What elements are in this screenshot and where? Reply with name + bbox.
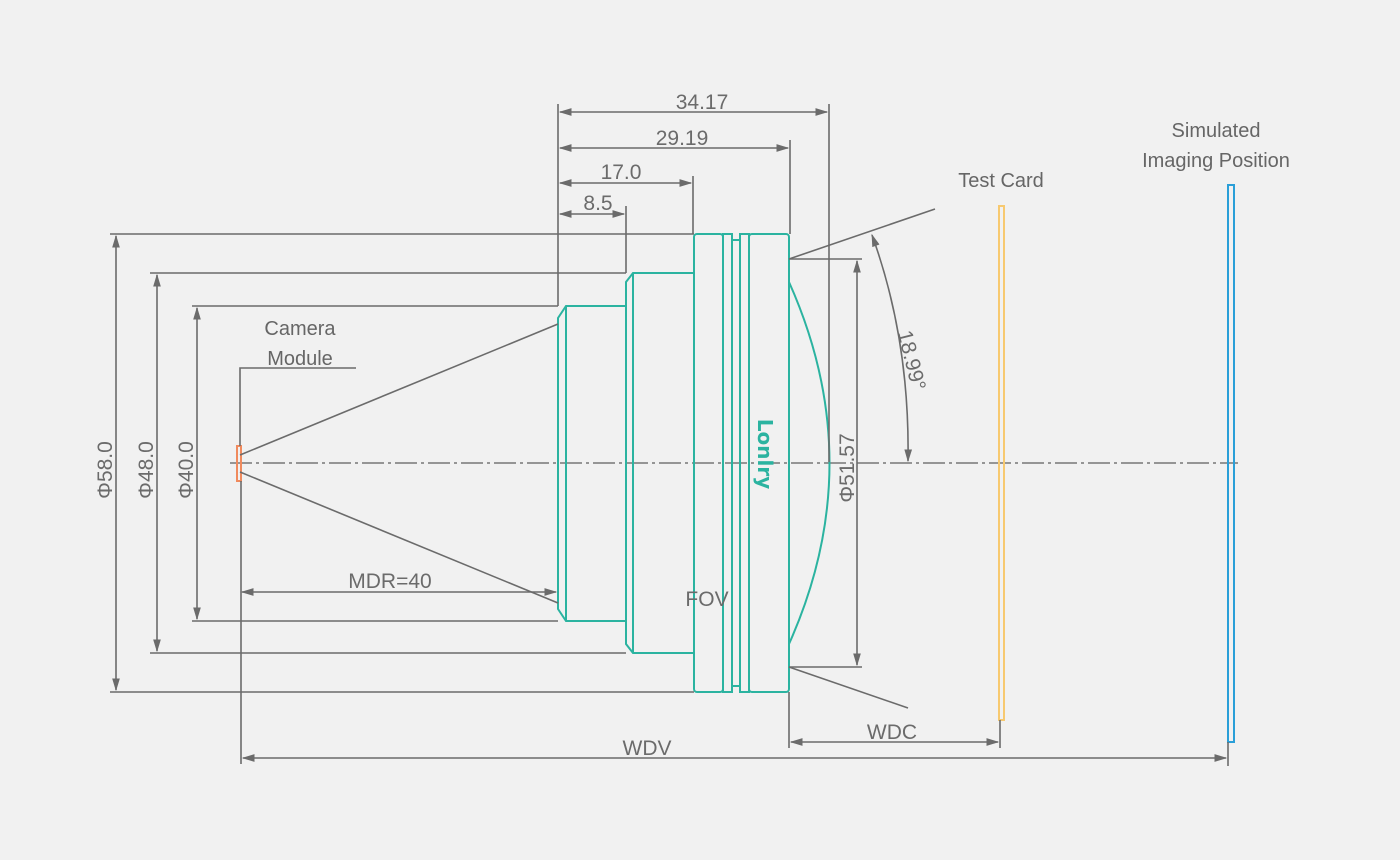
test-card-label: Test Card — [958, 170, 1044, 192]
diameter-dimensions: Φ58.0 Φ48.0 Φ40.0 Φ51.57 — [94, 233, 862, 693]
wdc-text: WDC — [867, 721, 917, 744]
camera-leader — [239, 367, 356, 446]
camera-label-line1: Camera — [264, 318, 336, 340]
angle-arc — [871, 233, 913, 463]
imaging-label-line2: Imaging Position — [1142, 150, 1290, 172]
dim-29-text: 29.19 — [656, 127, 709, 150]
brand-logo: Lonlry — [753, 419, 777, 489]
fov-text: FOV — [685, 588, 728, 611]
fov-ray-bottom — [239, 471, 559, 604]
lens-front-glass — [788, 281, 831, 645]
mdr-text: MDR=40 — [348, 570, 431, 593]
dim-17-text: 17.0 — [601, 161, 642, 184]
dim-48-text: Φ48.0 — [135, 441, 158, 499]
imaging-label-line1: Simulated — [1172, 120, 1261, 142]
lens-body: Lonlry — [557, 233, 831, 693]
camera-sensor — [236, 445, 242, 482]
test-card — [998, 205, 1005, 721]
fov-ray-top — [239, 323, 559, 456]
imaging-plane — [1227, 184, 1235, 743]
dim-8-text: 8.5 — [583, 192, 612, 215]
wdv-text: WDV — [623, 737, 672, 760]
angle-text: 18.99° — [893, 328, 930, 393]
camera-label-line2: Module — [267, 348, 333, 370]
dim-34-text: 34.17 — [676, 91, 729, 114]
dim-58-text: Φ58.0 — [94, 441, 117, 499]
dim-40-text: Φ40.0 — [175, 441, 198, 499]
lens-front-ring-5 — [748, 233, 790, 693]
field-angle: 18.99° — [788, 208, 936, 709]
dim-51-text: Φ51.57 — [836, 433, 859, 502]
length-dimensions: 34.17 29.19 17.0 8.5 — [557, 91, 830, 462]
